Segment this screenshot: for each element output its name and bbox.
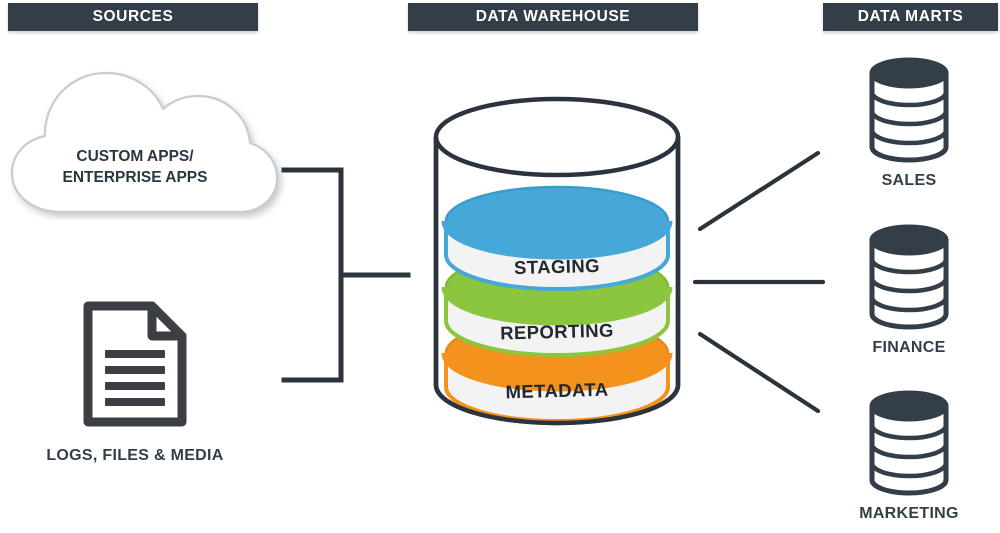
mart-connectors <box>692 150 826 414</box>
document-label: LOGS, FILES & MEDIA <box>46 447 224 464</box>
cloud-label: CUSTOM APPS/ ENTERPRISE APPS <box>20 146 250 188</box>
line-to-sales <box>697 150 821 232</box>
cloud-label-line1: CUSTOM APPS/ <box>76 148 194 165</box>
database-icon <box>869 224 949 330</box>
line-to-marketing <box>697 331 821 414</box>
layer-staging <box>441 185 673 291</box>
mart-label-marketing: MARKETING <box>859 505 959 522</box>
section-header-sources: SOURCES <box>8 3 258 31</box>
bracket-connector <box>281 167 411 383</box>
section-header-data-warehouse: DATA WAREHOUSE <box>408 3 698 31</box>
database-icon <box>869 57 949 163</box>
database-icon <box>869 390 949 496</box>
mart-label-sales: SALES <box>881 172 937 189</box>
mart-label-finance: FINANCE <box>872 339 946 356</box>
cloud-label-line2: ENTERPRISE APPS <box>62 169 208 186</box>
section-header-data-marts: DATA MARTS <box>823 3 998 31</box>
document-icon <box>83 301 187 427</box>
cloud-icon <box>10 71 279 214</box>
cylinder-icon <box>433 96 681 426</box>
